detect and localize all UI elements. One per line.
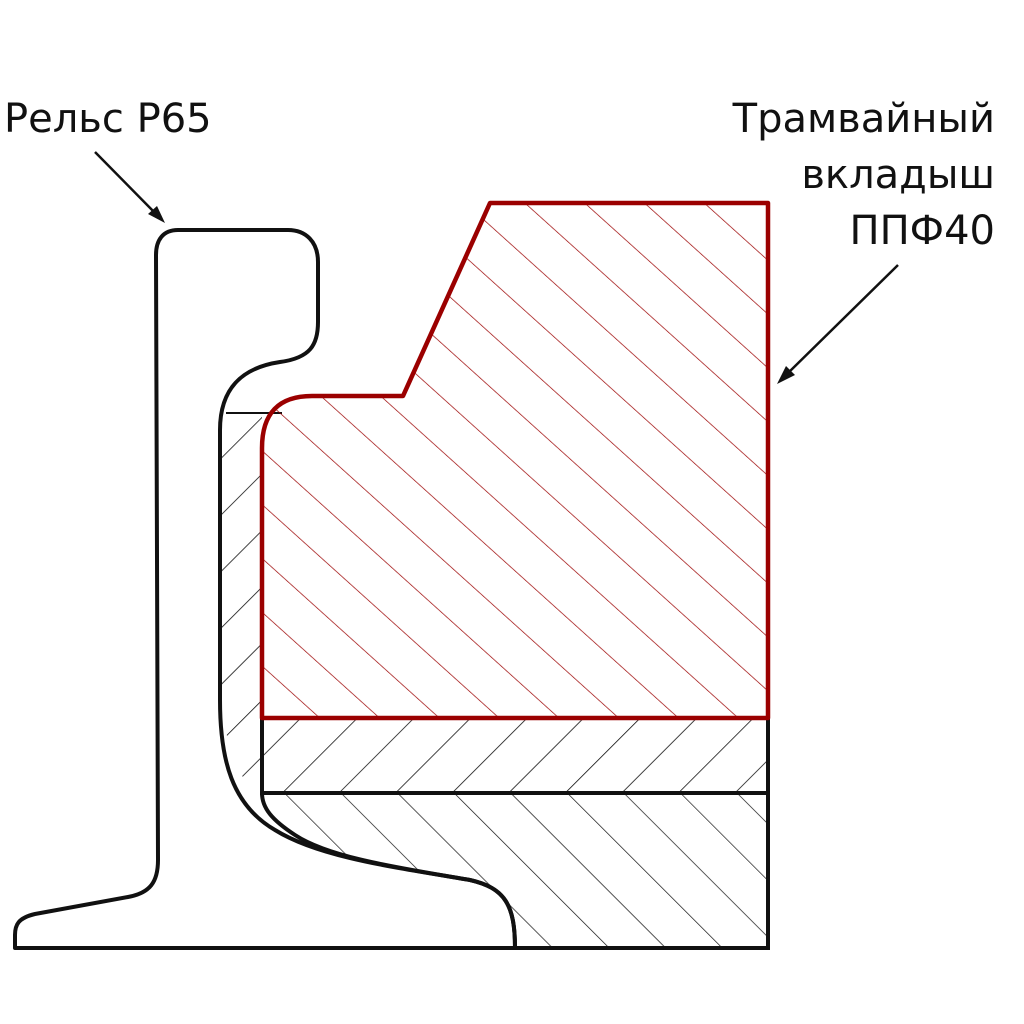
- side-liner: [222, 413, 262, 800]
- insert-leader-arrow: [777, 264, 899, 384]
- tram-insert-ppf40: [259, 200, 771, 721]
- base-layer-1: [260, 716, 770, 795]
- rail-label: Рельс Р65: [4, 96, 212, 142]
- insert-label-line3: ППФ40: [850, 208, 996, 254]
- insert-label-line1: Трамвайный: [732, 96, 995, 142]
- rail-r65-profile: [13, 228, 517, 950]
- insert-label-line2: вкладыш: [801, 152, 995, 198]
- rail-leader-arrow: [94, 151, 165, 223]
